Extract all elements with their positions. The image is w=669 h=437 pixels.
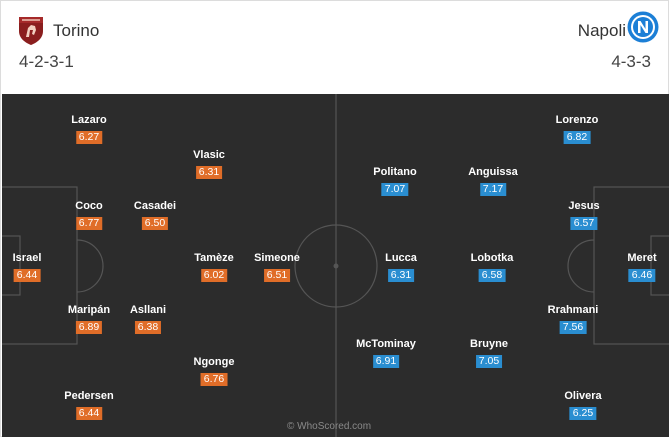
player-away-anguissa[interactable]: Anguissa 7.17 (468, 166, 518, 197)
player-home-israel[interactable]: Israel 6.44 (12, 252, 42, 283)
player-home-lazaro[interactable]: Lazaro 6.27 (71, 114, 107, 145)
player-away-rrahmani[interactable]: Rrahmani 7.56 (547, 304, 599, 335)
player-name: Tamèze (194, 252, 234, 264)
player-name: Lucca (385, 252, 417, 264)
player-name: Casadei (133, 200, 177, 212)
player-home-vlasic[interactable]: Vlasic 6.31 (193, 149, 225, 180)
player-away-politano[interactable]: Politano 7.07 (373, 166, 417, 197)
player-away-jesus[interactable]: Jesus 6.57 (568, 200, 600, 231)
player-rating: 6.82 (563, 131, 591, 144)
away-team-name[interactable]: Napoli (577, 21, 626, 40)
player-rating: 6.44 (75, 407, 103, 420)
player-name: Politano (373, 166, 417, 178)
player-home-simeone[interactable]: Simeone 6.51 (254, 252, 300, 283)
player-rating: 6.31 (387, 269, 415, 282)
player-rating: 6.46 (628, 269, 656, 282)
player-rating: 7.05 (475, 355, 503, 368)
player-away-lorenzo[interactable]: Lorenzo 6.82 (555, 114, 599, 145)
player-name: Lobotka (470, 252, 514, 264)
player-away-mctominay[interactable]: McTominay 6.91 (356, 338, 416, 369)
player-away-lobotka[interactable]: Lobotka 6.58 (470, 252, 514, 283)
player-name: Simeone (254, 252, 300, 264)
player-home-pedersen[interactable]: Pedersen 6.44 (64, 390, 114, 421)
player-home-asllani[interactable]: Asllani 6.38 (130, 304, 166, 335)
player-rating: 6.51 (263, 269, 291, 282)
player-home-tameze[interactable]: Tamèze 6.02 (194, 252, 234, 283)
player-away-lucca[interactable]: Lucca 6.31 (385, 252, 417, 283)
pitch-markings (2, 94, 669, 437)
player-rating: 6.50 (141, 217, 169, 230)
away-formation: 4-3-3 (611, 52, 651, 71)
player-name: Israel (12, 252, 42, 264)
player-name: Pedersen (64, 390, 114, 402)
player-away-meret[interactable]: Meret 6.46 (627, 252, 657, 283)
player-rating: 6.38 (134, 321, 162, 334)
player-rating: 7.56 (559, 321, 587, 334)
player-home-maripan[interactable]: Maripán 6.89 (68, 304, 110, 335)
player-name: Lorenzo (555, 114, 599, 126)
player-rating: 6.25 (569, 407, 597, 420)
player-name: Olivera (564, 390, 602, 402)
torino-crest-icon (19, 17, 43, 45)
player-rating: 6.58 (478, 269, 506, 282)
player-name: Ngonge (193, 356, 235, 368)
player-name: McTominay (356, 338, 416, 350)
player-rating: 6.89 (75, 321, 103, 334)
player-rating: 6.76 (200, 373, 228, 386)
napoli-crest-icon (627, 11, 659, 43)
player-away-olivera[interactable]: Olivera 6.25 (564, 390, 602, 421)
player-rating: 6.02 (200, 269, 228, 282)
player-name: Meret (627, 252, 657, 264)
player-rating: 7.07 (381, 183, 409, 196)
player-name: Rrahmani (547, 304, 599, 316)
player-rating: 6.57 (570, 217, 598, 230)
player-name: Coco (75, 200, 103, 212)
player-rating: 6.27 (75, 131, 103, 144)
player-name: Jesus (568, 200, 600, 212)
player-name: Asllani (129, 304, 167, 316)
player-rating: 7.17 (479, 183, 507, 196)
player-away-bruyne[interactable]: Bruyne 7.05 (470, 338, 508, 369)
player-rating: 6.44 (13, 269, 41, 282)
home-formation: 4-2-3-1 (19, 52, 74, 71)
player-rating: 6.91 (372, 355, 400, 368)
player-home-ngonge[interactable]: Ngonge 6.76 (193, 356, 235, 387)
player-name: Maripán (67, 304, 111, 316)
player-rating: 6.77 (75, 217, 103, 230)
watermark: © WhoScored.com (287, 421, 372, 432)
player-rating: 6.31 (195, 166, 223, 179)
player-name: Bruyne (470, 338, 508, 350)
player-name: Vlasic (193, 149, 225, 161)
player-home-coco[interactable]: Coco 6.77 (75, 200, 103, 231)
player-name: Lazaro (71, 114, 107, 126)
player-name: Anguissa (468, 166, 518, 178)
home-team-name[interactable]: Torino (53, 21, 100, 40)
pitch: Israel 6.44 Lazaro 6.27 Coco 6.77 Maripá… (2, 94, 669, 437)
player-home-casadei[interactable]: Casadei 6.50 (134, 200, 176, 231)
